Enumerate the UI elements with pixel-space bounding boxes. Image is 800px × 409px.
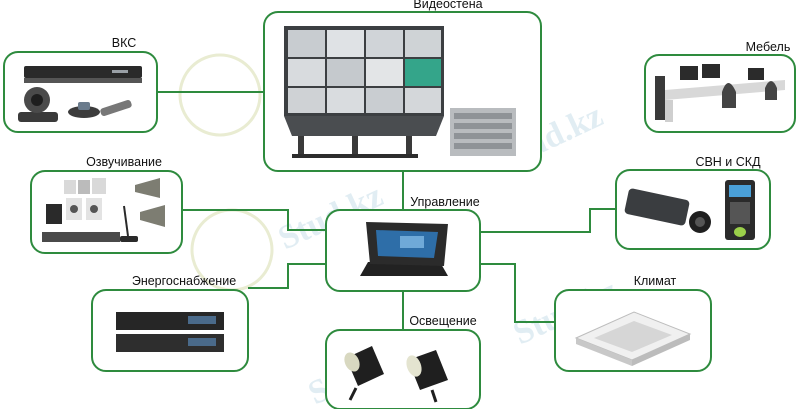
node-furniture: Мебель	[644, 40, 796, 133]
label-sound: Озвучивание	[86, 155, 162, 169]
equipment-rack-icon	[450, 108, 516, 156]
node-lighting: Освещение	[325, 314, 481, 409]
access-control-reader-icon	[725, 180, 755, 240]
link-sound	[182, 209, 326, 231]
ups-icon	[116, 312, 224, 352]
node-vks: ВКС	[3, 36, 158, 133]
speakerphone-icon	[68, 102, 100, 118]
cassette-ac-icon	[574, 311, 692, 366]
label-video-wall: Видеостена	[413, 0, 482, 11]
node-svn-skd: СВН и СКД	[615, 155, 771, 250]
watermark-logo-left	[178, 53, 274, 292]
label-svn-skd: СВН и СКД	[695, 155, 761, 169]
node-climate: Климат	[554, 274, 712, 372]
label-lighting: Освещение	[409, 314, 476, 328]
link-climate	[480, 263, 555, 323]
remote-control-icon	[100, 100, 132, 116]
cctv-camera-icon	[624, 188, 711, 233]
video-wall-screens-icon	[284, 26, 444, 158]
ptz-camera-icon	[18, 87, 58, 122]
stage-light-icon-2	[406, 350, 448, 403]
node-sound: Озвучивание	[30, 155, 183, 254]
link-svn-skd	[480, 208, 616, 233]
vks-codec-icon	[24, 66, 142, 83]
label-power: Энергоснабжение	[132, 274, 236, 288]
touch-panel-icon	[360, 222, 448, 276]
amplifier-icon	[42, 232, 120, 242]
control-desk-icon	[655, 64, 785, 122]
label-furniture: Мебель	[746, 40, 791, 54]
microphone-icon	[120, 205, 138, 242]
stage-light-icon-1	[344, 346, 384, 401]
node-video-wall: Видеостена	[263, 0, 542, 172]
connectors	[157, 91, 616, 330]
node-control: Управление	[325, 195, 481, 292]
loudspeakers-icon	[46, 178, 106, 224]
label-climate: Климат	[634, 274, 677, 288]
label-control: Управление	[410, 195, 480, 209]
link-power	[248, 263, 326, 289]
label-vks: ВКС	[112, 36, 137, 50]
node-power: Энергоснабжение	[91, 274, 249, 372]
horn-speaker-icon	[135, 178, 165, 227]
